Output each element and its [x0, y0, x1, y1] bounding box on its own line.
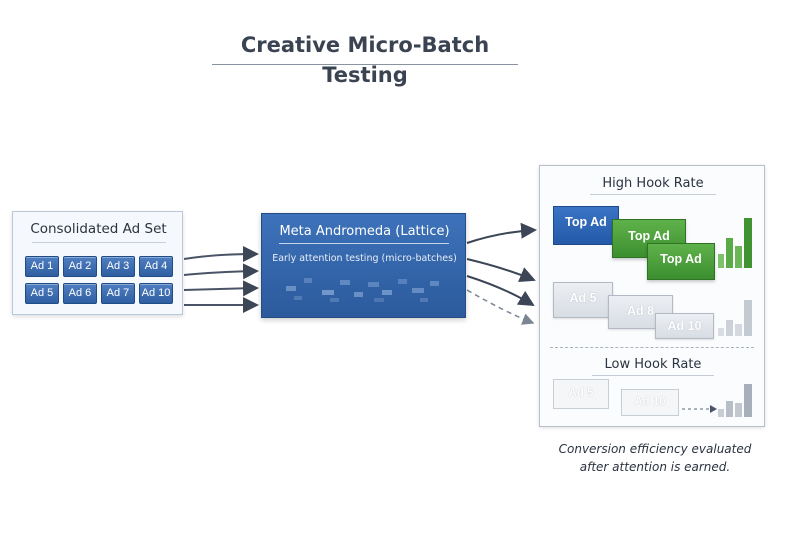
andromeda-engine-box: Meta Andromeda (Lattice) Early attention… [261, 213, 466, 318]
ad-chip: Ad 7 [101, 283, 135, 304]
low-hook-rate-heading: Low Hook Rate [604, 357, 702, 372]
engine-title: Meta Andromeda (Lattice) [279, 224, 450, 239]
output-arrow-1 [466, 222, 537, 244]
ad-chip: Ad 10 [139, 283, 173, 304]
faded-ad-card: Ad 10 [655, 313, 714, 339]
ad-chip: Ad 2 [63, 256, 97, 277]
low-hook-bar-chart [718, 381, 752, 417]
high-hook-bar-chart [718, 214, 752, 268]
high-hook-rate-underline [590, 194, 716, 195]
ad-set-title: Consolidated Ad Set [30, 221, 167, 237]
engine-subtitle: Early attention testing (micro-batches) [272, 253, 457, 264]
low-dashed-arrow [682, 405, 717, 413]
ad-chip: Ad 4 [139, 256, 173, 277]
results-panel: High Hook Rate Top Ad Top Ad Top Ad Ad 5… [539, 165, 765, 427]
low-ad-card: Ad 5 [553, 379, 609, 409]
ad-set-divider [32, 242, 166, 243]
output-arrow-3 [466, 275, 535, 307]
top-ad-card-green: Top Ad [647, 243, 715, 280]
input-arrow-3 [183, 280, 259, 297]
micro-batch-pixels [282, 276, 452, 306]
low-hook-rate-underline [592, 375, 714, 376]
caption: Conversion efficiency evaluated after at… [520, 440, 790, 476]
ad-chip: Ad 1 [25, 256, 59, 277]
faded-ad-card: Ad 5 [553, 282, 613, 318]
consolidated-ad-set: Consolidated Ad Set Ad 1 Ad 2 Ad 3 Ad 4 … [12, 211, 183, 315]
engine-divider [279, 243, 449, 244]
diagram-title: Creative Micro-Batch Testing [212, 30, 518, 87]
ad-chip: Ad 5 [25, 283, 59, 304]
faded-bar-chart [718, 298, 752, 336]
input-arrow-1 [183, 246, 259, 263]
ad-chip: Ad 6 [63, 283, 97, 304]
output-arrow-2 [466, 258, 536, 283]
section-divider [550, 347, 754, 348]
top-ad-card-blue: Top Ad [553, 206, 619, 245]
input-arrow-2 [183, 263, 259, 280]
ad-chip: Ad 3 [101, 256, 135, 277]
output-arrow-dashed [466, 289, 535, 325]
high-hook-rate-heading: High Hook Rate [602, 176, 704, 191]
low-ad-card: Ad 10 [621, 389, 679, 416]
caption-line-1: Conversion efficiency evaluated [558, 442, 752, 456]
caption-line-2: after attention is earned. [579, 460, 731, 474]
